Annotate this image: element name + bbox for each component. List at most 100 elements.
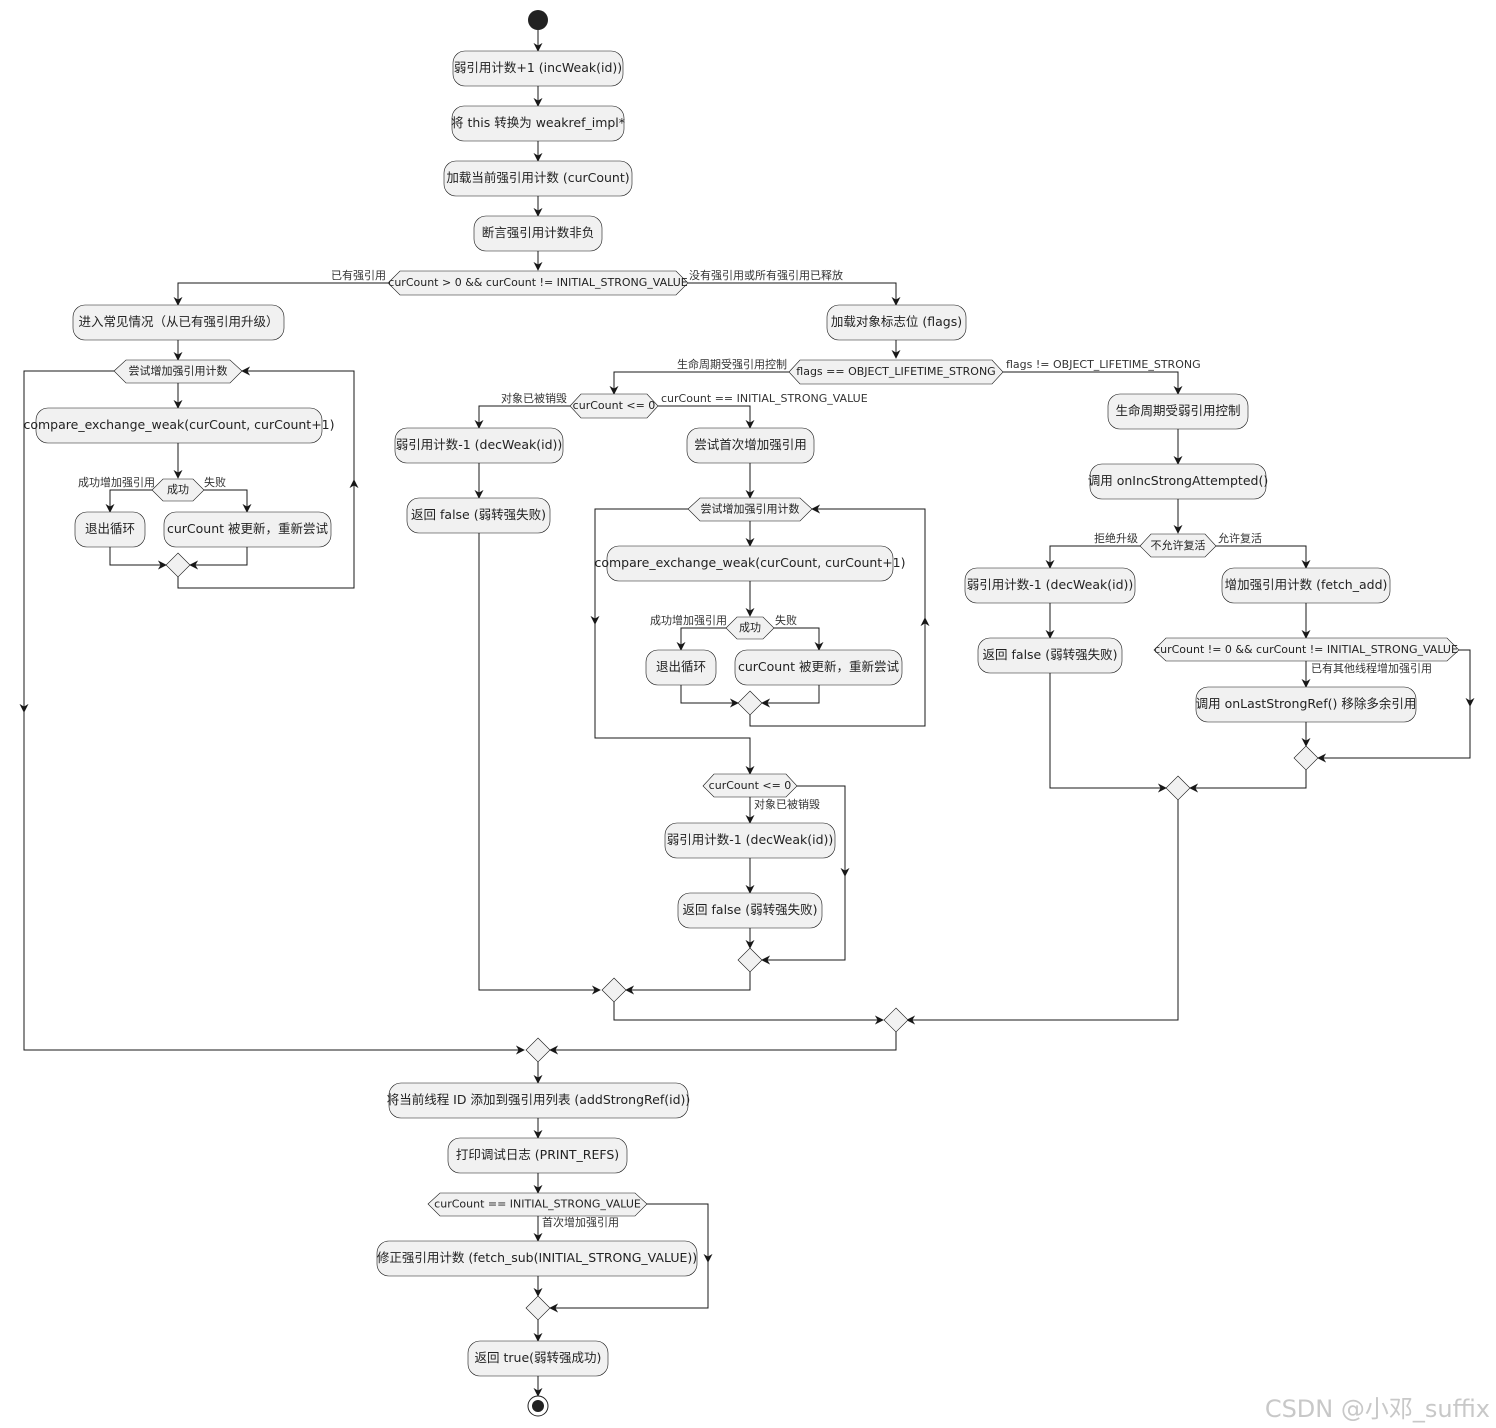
decision-label: curCount != 0 && curCount != INITIAL_STR… xyxy=(1154,643,1458,656)
decision-label: curCount <= 0 xyxy=(709,779,792,792)
activity-cas-2: compare_exchange_weak(curCount, curCount… xyxy=(594,545,906,582)
edge-label: 成功增加强引用 xyxy=(78,475,155,489)
decision-label: 成功 xyxy=(739,621,761,634)
activity-on-last-strong-ref: 调用 onLastStrongRef() 移除多余引用 xyxy=(1196,686,1417,723)
activity-load-flags: 加载对象标志位 (flags) xyxy=(826,304,967,341)
edge xyxy=(549,1032,897,1055)
edge-label: 已有强引用 xyxy=(331,268,386,282)
decision-success-2: 成功 xyxy=(725,616,775,640)
activity-label: 打印调试日志 (PRINT_REFS) xyxy=(456,1147,619,1162)
activity-print-refs: 打印调试日志 (PRINT_REFS) xyxy=(447,1137,628,1174)
activity-return-false-a: 返回 false (弱转强失败) xyxy=(406,497,551,534)
activity-label: 增加强引用计数 (fetch_add) xyxy=(1225,577,1388,592)
edge xyxy=(761,785,846,965)
decision-flags: flags == OBJECT_LIFETIME_STRONG xyxy=(788,359,1004,385)
edge xyxy=(613,1002,884,1025)
edge xyxy=(658,405,755,429)
edge-label: 拒绝升级 xyxy=(1094,531,1138,545)
decision-label: curCount > 0 && curCount != INITIAL_STRO… xyxy=(388,276,687,289)
activity-label: 加载对象标志位 (flags) xyxy=(831,314,962,329)
activity-cast: 将 this 转换为 weakref_impl* xyxy=(451,105,625,142)
decision-curcount-le-0: curCount <= 0 xyxy=(569,393,659,419)
edge xyxy=(474,405,570,429)
edge-label: 对象已被销毁 xyxy=(754,797,820,811)
activity-label: 断言强引用计数非负 xyxy=(482,225,595,240)
activity-exit-loop-1: 退出循环 xyxy=(74,511,146,548)
decision-label: curCount == INITIAL_STRONG_VALUE xyxy=(434,1198,641,1211)
activity-weak-control: 生命周期受弱引用控制 xyxy=(1107,393,1249,430)
activity-label: 弱引用计数+1 (incWeak(id)) xyxy=(454,60,622,75)
activity-fetch-add: 增加强引用计数 (fetch_add) xyxy=(1221,567,1391,604)
end-node xyxy=(527,1395,549,1417)
activity-label: 生命周期受弱引用控制 xyxy=(1115,403,1240,418)
decision-label: curCount <= 0 xyxy=(573,399,656,412)
activity-label: 将当前线程 ID 添加到强引用列表 (addStrongRef(id)) xyxy=(387,1092,691,1107)
activity-label: 退出循环 xyxy=(85,521,135,536)
edge-label: 成功增加强引用 xyxy=(650,613,727,627)
edge xyxy=(173,282,388,306)
activity-return-false-c: 返回 false (弱转强失败) xyxy=(977,637,1123,674)
edge xyxy=(177,366,355,589)
edge-label: 失败 xyxy=(775,613,797,627)
activity-decweak-a: 弱引用计数-1 (decWeak(id)) xyxy=(394,427,564,464)
activity-cas-1: compare_exchange_weak(curCount, curCount… xyxy=(23,407,335,444)
decision-label: 尝试增加强引用计数 xyxy=(701,502,800,516)
activity-incweak: 弱引用计数+1 (incWeak(id)) xyxy=(452,50,624,87)
edge xyxy=(478,533,601,995)
edge xyxy=(749,504,926,727)
watermark: CSDN @小邓_suffix xyxy=(1264,1395,1490,1423)
activity-label: 将 this 转换为 weakref_impl* xyxy=(451,115,625,130)
decision-success-1: 成功 xyxy=(151,478,205,502)
decision-label: 尝试增加强引用计数 xyxy=(129,364,228,378)
edge xyxy=(906,800,1179,1025)
edge-label: curCount == INITIAL_STRONG_VALUE xyxy=(661,392,868,405)
merge-diamond xyxy=(1293,745,1319,771)
merge-diamond xyxy=(165,552,191,578)
activity-label: 返回 false (弱转强失败) xyxy=(983,647,1118,662)
edge xyxy=(1045,545,1140,569)
edge-label: flags != OBJECT_LIFETIME_STRONG xyxy=(1006,358,1201,371)
edge-label: 失败 xyxy=(204,475,226,489)
activity-label: 返回 false (弱转强失败) xyxy=(683,902,818,917)
edge xyxy=(688,282,901,306)
merge-diamond xyxy=(883,1007,909,1033)
edge xyxy=(1049,673,1167,793)
edge xyxy=(109,547,167,570)
edge xyxy=(23,370,525,1055)
edge xyxy=(594,508,755,775)
edge xyxy=(609,371,789,395)
activity-retry-1: curCount 被更新，重新尝试 xyxy=(163,511,332,548)
edge xyxy=(204,489,252,513)
decision-allow: 不允许复活 xyxy=(1139,533,1217,558)
decision-label: 成功 xyxy=(167,483,189,496)
edge-label: 生命周期受强引用控制 xyxy=(677,357,787,371)
edge xyxy=(1003,371,1183,395)
activity-label: curCount 被更新，重新尝试 xyxy=(738,659,900,674)
activity-label: 调用 onLastStrongRef() 移除多余引用 xyxy=(1196,696,1417,711)
decision-curcount-le-0-b: curCount <= 0 xyxy=(702,773,798,798)
activity-return-true: 返回 true(弱转强成功) xyxy=(467,1340,609,1377)
edges xyxy=(19,30,1475,1397)
activity-common-case: 进入常见情况（从已有强引用升级） xyxy=(72,304,285,341)
edge xyxy=(680,685,739,708)
decision-first-strong: curCount == INITIAL_STRONG_VALUE xyxy=(427,1192,648,1217)
edge xyxy=(1216,545,1311,569)
activity-label: 返回 false (弱转强失败) xyxy=(411,507,546,522)
edge xyxy=(189,547,248,570)
decision-loop-2: 尝试增加强引用计数 xyxy=(687,497,813,522)
start-node xyxy=(528,10,548,30)
activity-decweak-c: 弱引用计数-1 (decWeak(id)) xyxy=(964,567,1136,604)
activity-add-strong-ref: 将当前线程 ID 添加到强引用列表 (addStrongRef(id)) xyxy=(387,1082,691,1119)
activity-label: 加载当前强引用计数 (curCount) xyxy=(446,170,629,185)
activity-assert: 断言强引用计数非负 xyxy=(473,215,603,252)
activity-label: 尝试首次增加强引用 xyxy=(694,437,807,452)
merge-diamond xyxy=(1165,775,1191,801)
activity-on-inc-strong-attempted: 调用 onIncStrongAttempted() xyxy=(1088,463,1268,500)
edge-label: 首次增加强引用 xyxy=(542,1215,619,1229)
activity-label: 返回 true(弱转强成功) xyxy=(475,1350,602,1365)
activity-label: 修正强引用计数 (fetch_sub(INITIAL_STRONG_VALUE)… xyxy=(377,1250,697,1265)
edge xyxy=(1189,770,1307,793)
merge-diamond xyxy=(737,690,763,716)
edge xyxy=(774,627,824,651)
edge xyxy=(676,627,726,651)
